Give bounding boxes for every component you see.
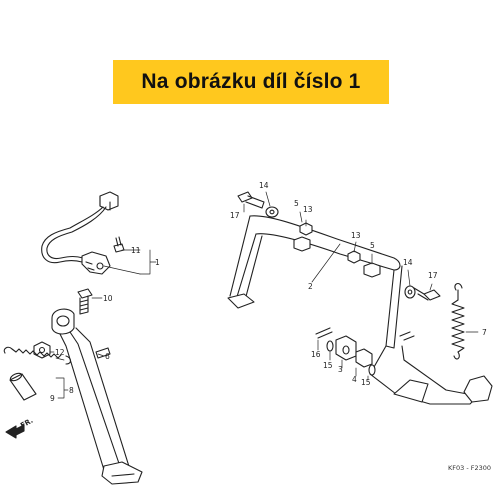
part-9-spring <box>3 346 72 365</box>
part-7-spring <box>451 282 465 360</box>
callout-15-left: 15 <box>323 361 333 370</box>
part-5-collar-left <box>293 236 311 252</box>
callout-13-right: 13 <box>351 231 361 240</box>
banner-text: Na obrázku díl číslo 1 <box>141 70 361 93</box>
callout-4: 4 <box>352 375 357 384</box>
callout-16: 16 <box>311 350 321 359</box>
part-10-bolt <box>77 288 93 315</box>
callout-15-right: 15 <box>361 378 371 387</box>
part-4-bushing <box>355 348 373 368</box>
part-17-bolt-left <box>237 191 265 209</box>
diagram-code: KF03 - F2300 <box>448 464 491 472</box>
callout-2: 2 <box>308 282 313 291</box>
part-6-side-stand <box>51 308 143 485</box>
part-14-washer-right <box>404 285 416 299</box>
callout-7: 7 <box>482 328 487 337</box>
part-number-banner: Na obrázku díl číslo 1 <box>113 60 389 104</box>
front-direction-label: FR. <box>19 417 34 430</box>
callout-10: 10 <box>103 294 113 303</box>
callout-5-right: 5 <box>370 241 375 250</box>
callout-17-right: 17 <box>428 271 438 280</box>
callout-14-left: 14 <box>259 181 269 190</box>
callout-9: 9 <box>50 394 55 403</box>
part-15-washer-left <box>326 340 334 352</box>
part-12-nut <box>33 341 51 359</box>
callout-1: 1 <box>155 258 160 267</box>
callout-5-left: 5 <box>294 199 299 208</box>
part-2-main-stand <box>227 215 493 405</box>
part-3-bushing <box>335 335 357 361</box>
callout-13-left: 13 <box>303 205 313 214</box>
part-11-screw <box>113 236 125 253</box>
callout-labels: 1 2 3 4 5 5 6 7 8 9 10 11 12 13 13 14 14… <box>19 181 491 472</box>
part-5-collar-right <box>363 262 381 278</box>
part-17-bolt-right <box>413 287 441 301</box>
callout-11: 11 <box>131 246 141 255</box>
part-8-rubber <box>9 372 37 401</box>
leader-lines <box>49 191 479 399</box>
part-13-nut-right <box>347 250 361 264</box>
callout-14-right: 14 <box>403 258 413 267</box>
part-16-pin <box>315 327 333 339</box>
callout-3: 3 <box>338 365 343 374</box>
part-15-washer-right <box>368 364 376 376</box>
part-14-washer-left <box>265 206 279 218</box>
callout-6: 6 <box>105 352 110 361</box>
part-1-side-stand-switch-cable <box>41 191 119 275</box>
callout-12: 12 <box>55 348 65 357</box>
front-direction-arrow-icon <box>5 424 25 439</box>
callout-17-left: 17 <box>230 211 240 220</box>
callout-8: 8 <box>69 386 74 395</box>
